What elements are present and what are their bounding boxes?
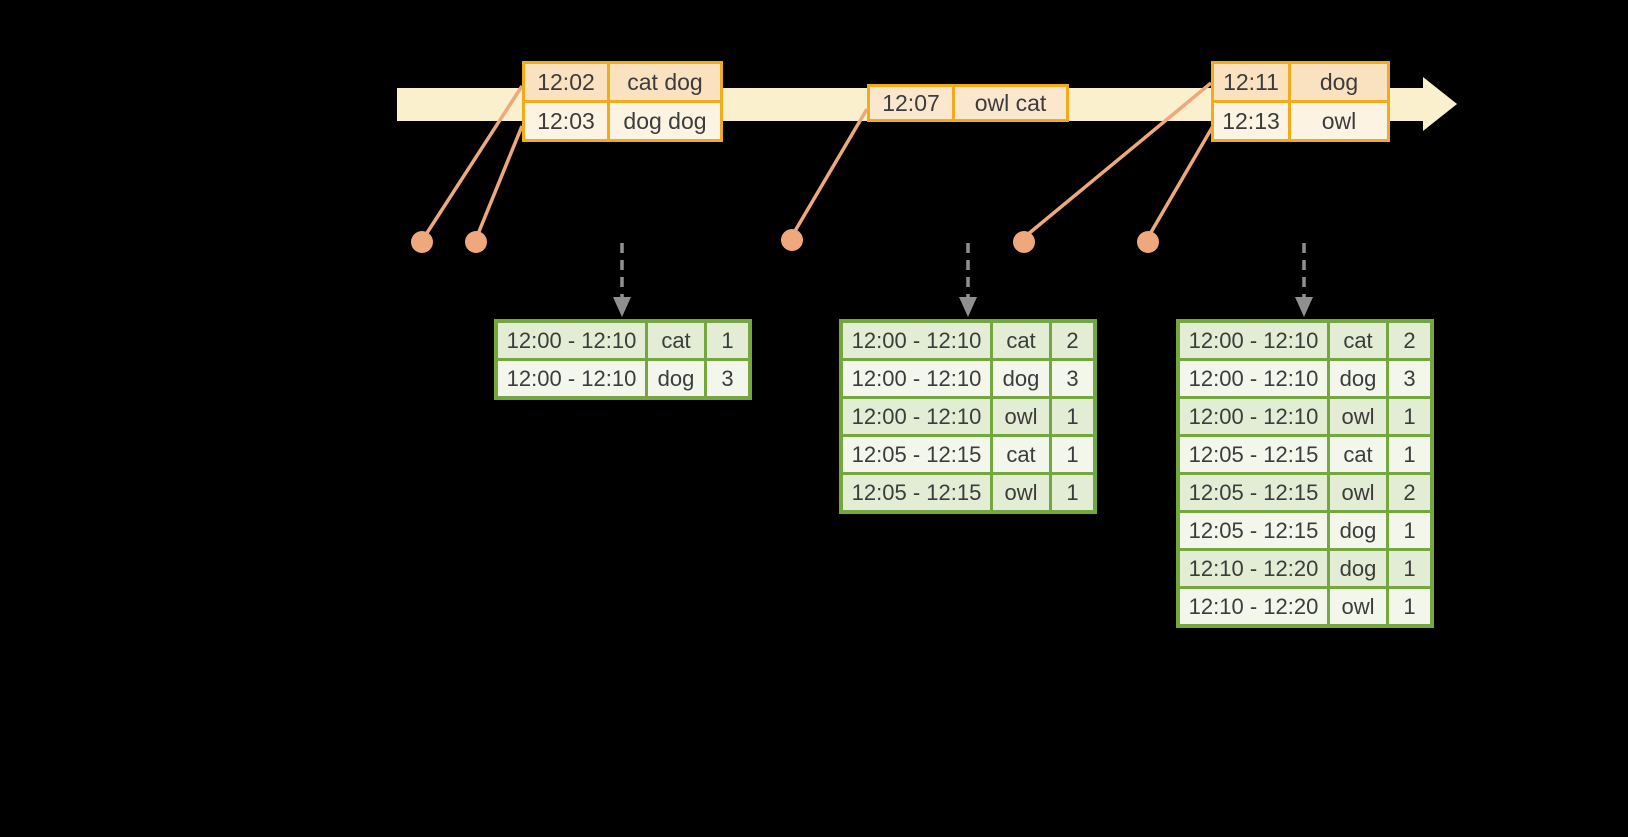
event-dot-1213 bbox=[1137, 231, 1159, 253]
dashed-arrowhead-2-icon bbox=[959, 297, 977, 317]
count-cell: 3 bbox=[1389, 361, 1430, 396]
window-cell: 12:00 - 12:10 bbox=[1180, 323, 1327, 358]
count-cell: 2 bbox=[1052, 323, 1093, 358]
event-words-cell: owl bbox=[1291, 103, 1387, 139]
connector-line-1207 bbox=[793, 108, 869, 232]
count-cell: 1 bbox=[1052, 399, 1093, 434]
count-cell: 2 bbox=[1389, 475, 1430, 510]
event-time-cell: 12:13 bbox=[1214, 103, 1288, 139]
connector-line-1213 bbox=[1148, 125, 1215, 235]
event-time-cell: 12:11 bbox=[1214, 64, 1288, 100]
word-cell: dog bbox=[1330, 551, 1386, 586]
window-cell: 12:05 - 12:15 bbox=[843, 475, 990, 510]
word-cell: owl bbox=[1330, 589, 1386, 624]
window-cell: 12:05 - 12:15 bbox=[1180, 513, 1327, 548]
word-cell: owl bbox=[1330, 399, 1386, 434]
count-cell: 1 bbox=[1052, 437, 1093, 472]
count-cell: 3 bbox=[707, 361, 748, 396]
word-cell: dog bbox=[993, 361, 1049, 396]
result-table-1: 12:00 - 12:10 cat 1 12:00 - 12:10 dog 3 bbox=[494, 319, 752, 400]
window-cell: 12:05 - 12:15 bbox=[1180, 437, 1327, 472]
word-cell: cat bbox=[1330, 323, 1386, 358]
event-dot-1203 bbox=[465, 231, 487, 253]
window-cell: 12:00 - 12:10 bbox=[1180, 361, 1327, 396]
window-cell: 12:00 - 12:10 bbox=[843, 323, 990, 358]
window-cell: 12:00 - 12:10 bbox=[1180, 399, 1327, 434]
word-cell: dog bbox=[1330, 513, 1386, 548]
result-table-3: 12:00 - 12:10 cat 2 12:00 - 12:10 dog 3 … bbox=[1176, 319, 1434, 628]
event-time-cell: 12:02 bbox=[525, 64, 607, 100]
event-time-cell: 12:03 bbox=[525, 103, 607, 139]
word-cell: dog bbox=[648, 361, 704, 396]
event-table-1: 12:02 cat dog 12:03 dog dog bbox=[522, 61, 723, 142]
event-words-cell: owl cat bbox=[955, 87, 1066, 119]
event-dot-1207 bbox=[781, 229, 803, 251]
event-dot-1202 bbox=[411, 231, 433, 253]
window-cell: 12:05 - 12:15 bbox=[843, 437, 990, 472]
window-cell: 12:10 - 12:20 bbox=[1180, 551, 1327, 586]
count-cell: 2 bbox=[1389, 323, 1430, 358]
event-words-cell: dog dog bbox=[610, 103, 720, 139]
event-words-cell: cat dog bbox=[610, 64, 720, 100]
count-cell: 3 bbox=[1052, 361, 1093, 396]
event-table-2: 12:07 owl cat bbox=[867, 84, 1069, 122]
count-cell: 1 bbox=[1389, 551, 1430, 586]
count-cell: 1 bbox=[1052, 475, 1093, 510]
window-cell: 12:00 - 12:10 bbox=[843, 361, 990, 396]
count-cell: 1 bbox=[1389, 513, 1430, 548]
connector-line-1203 bbox=[476, 125, 524, 235]
event-words-cell: dog bbox=[1291, 64, 1387, 100]
result-table-2: 12:00 - 12:10 cat 2 12:00 - 12:10 dog 3 … bbox=[839, 319, 1097, 514]
word-cell: dog bbox=[1330, 361, 1386, 396]
word-cell: cat bbox=[648, 323, 704, 358]
connector-line-1202 bbox=[423, 85, 524, 237]
dashed-arrowhead-3-icon bbox=[1295, 297, 1313, 317]
word-cell: owl bbox=[1330, 475, 1386, 510]
connector-line-1211 bbox=[1025, 81, 1213, 237]
event-table-3: 12:11 dog 12:13 owl bbox=[1211, 61, 1390, 142]
count-cell: 1 bbox=[1389, 437, 1430, 472]
word-cell: cat bbox=[1330, 437, 1386, 472]
count-cell: 1 bbox=[707, 323, 748, 358]
window-cell: 12:05 - 12:15 bbox=[1180, 475, 1327, 510]
timeline-arrowhead-icon bbox=[1423, 77, 1457, 131]
count-cell: 1 bbox=[1389, 589, 1430, 624]
word-cell: cat bbox=[993, 437, 1049, 472]
window-cell: 12:00 - 12:10 bbox=[498, 323, 645, 358]
window-cell: 12:00 - 12:10 bbox=[843, 399, 990, 434]
count-cell: 1 bbox=[1389, 399, 1430, 434]
word-cell: owl bbox=[993, 399, 1049, 434]
word-cell: owl bbox=[993, 475, 1049, 510]
window-cell: 12:10 - 12:20 bbox=[1180, 589, 1327, 624]
dashed-arrowhead-1-icon bbox=[613, 297, 631, 317]
window-cell: 12:00 - 12:10 bbox=[498, 361, 645, 396]
event-time-cell: 12:07 bbox=[870, 87, 952, 119]
word-cell: cat bbox=[993, 323, 1049, 358]
event-dot-1211 bbox=[1013, 231, 1035, 253]
